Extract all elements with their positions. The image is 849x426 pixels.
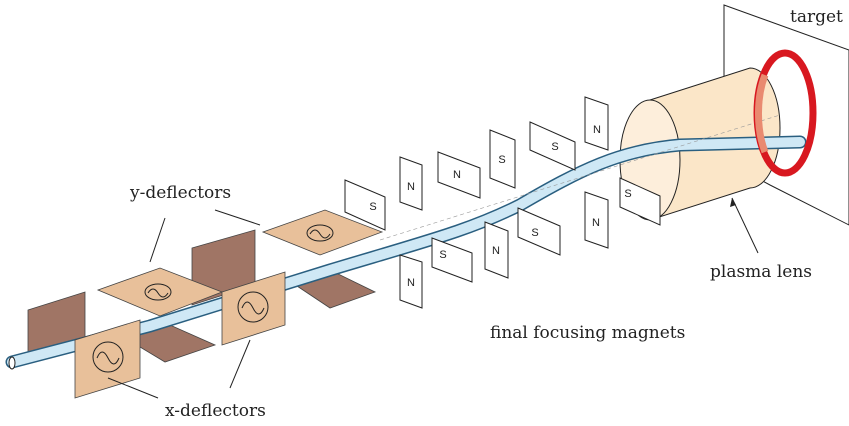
magnet-7-pole: N: [407, 277, 415, 289]
sine-icon: [306, 224, 334, 242]
magnet-2-pole: N: [407, 181, 415, 193]
magnet-4-pole: S: [498, 154, 505, 166]
x-deflectors-leader-2: [229, 339, 251, 389]
y-deflectors-leader-2: [214, 209, 261, 226]
magnet-10-pole: S: [531, 227, 538, 239]
magnet-3: [437, 151, 481, 199]
x-deflector-symbols: [92, 291, 269, 373]
magnet-6-pole: N: [593, 124, 601, 136]
magnet-9: [484, 221, 509, 279]
magnet-7: [399, 254, 423, 309]
beam-pipe: [5, 114, 807, 370]
magnet-pole-labels: S N N S S N N S N S N S: [369, 124, 631, 289]
magnet-1-pole: S: [369, 201, 376, 213]
sine-icon: [92, 341, 124, 373]
magnet-12: [619, 177, 661, 226]
label-x-deflectors: x-deflectors: [165, 401, 266, 421]
label-plasma-lens: plasma lens: [710, 262, 812, 282]
magnet-5-pole: S: [551, 141, 558, 153]
magnet-12-pole: S: [624, 188, 631, 200]
y-deflectors-leader-1: [149, 217, 166, 263]
plasma-lens-arrowhead: [730, 198, 736, 207]
magnet-3-pole: N: [453, 169, 461, 181]
magnet-9-pole: N: [492, 245, 500, 257]
magnet-4: [489, 129, 516, 189]
x-deflectors-leader-1: [107, 377, 159, 399]
target-ring: [753, 49, 817, 177]
sine-icon: [144, 283, 172, 301]
magnet-10: [517, 207, 561, 256]
callout-lines: [107, 197, 759, 399]
sine-icon: [237, 291, 269, 323]
y-deflector-symbols: [144, 224, 334, 301]
x-deflector-plate-1: [74, 319, 141, 399]
magnet-11-pole: N: [592, 217, 600, 229]
magnet-5: [529, 121, 576, 171]
y-deflector-plate-2: [261, 209, 384, 256]
magnet-1: [344, 179, 386, 231]
magnet-8: [431, 237, 473, 283]
magnet-2: [399, 156, 423, 211]
label-final-focusing-magnets: final focusing magnets: [490, 323, 685, 343]
magnet-6: [584, 96, 609, 151]
final-focusing-magnets: [344, 96, 661, 309]
label-target: target: [790, 7, 843, 27]
y-deflector-plates: [96, 209, 384, 317]
label-y-deflectors: y-deflectors: [129, 183, 231, 203]
magnet-11: [584, 191, 609, 249]
magnet-8-pole: S: [439, 249, 446, 261]
plasma-lens-leader: [731, 197, 759, 254]
